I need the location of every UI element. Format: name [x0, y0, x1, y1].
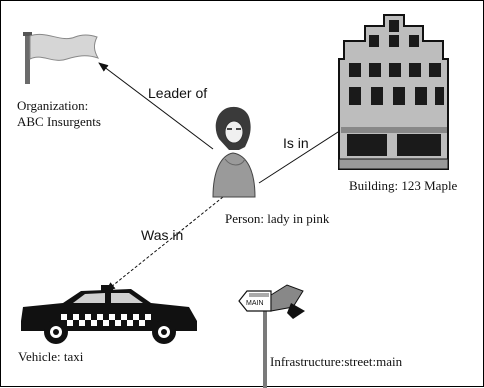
- person-icon: [212, 106, 256, 198]
- person-label: Person: lady in pink: [225, 211, 330, 226]
- edge-label-leader-of: Leader of: [148, 85, 208, 101]
- street-sign-icon: MAIN: [238, 284, 305, 388]
- edge-leader-of: [98, 62, 214, 150]
- edge-was-in: [105, 196, 224, 292]
- edge-label-is-in: Is in: [283, 135, 309, 151]
- organization-label-line1: Organization:: [17, 98, 89, 113]
- edge-label-was-in: Was in: [141, 227, 184, 243]
- taxi-icon: [21, 285, 197, 344]
- building-icon: [338, 14, 449, 170]
- organization-label: Organization: ABC Insurgents: [17, 98, 101, 130]
- vehicle-label: Vehicle: taxi: [18, 349, 84, 364]
- sign-text: MAIN: [246, 300, 264, 307]
- organization-label-line2: ABC Insurgents: [17, 114, 101, 129]
- flag-icon: [23, 32, 100, 84]
- building-label: Building: 123 Maple: [349, 178, 458, 193]
- infrastructure-label: Infrastructure:street:main: [270, 354, 403, 369]
